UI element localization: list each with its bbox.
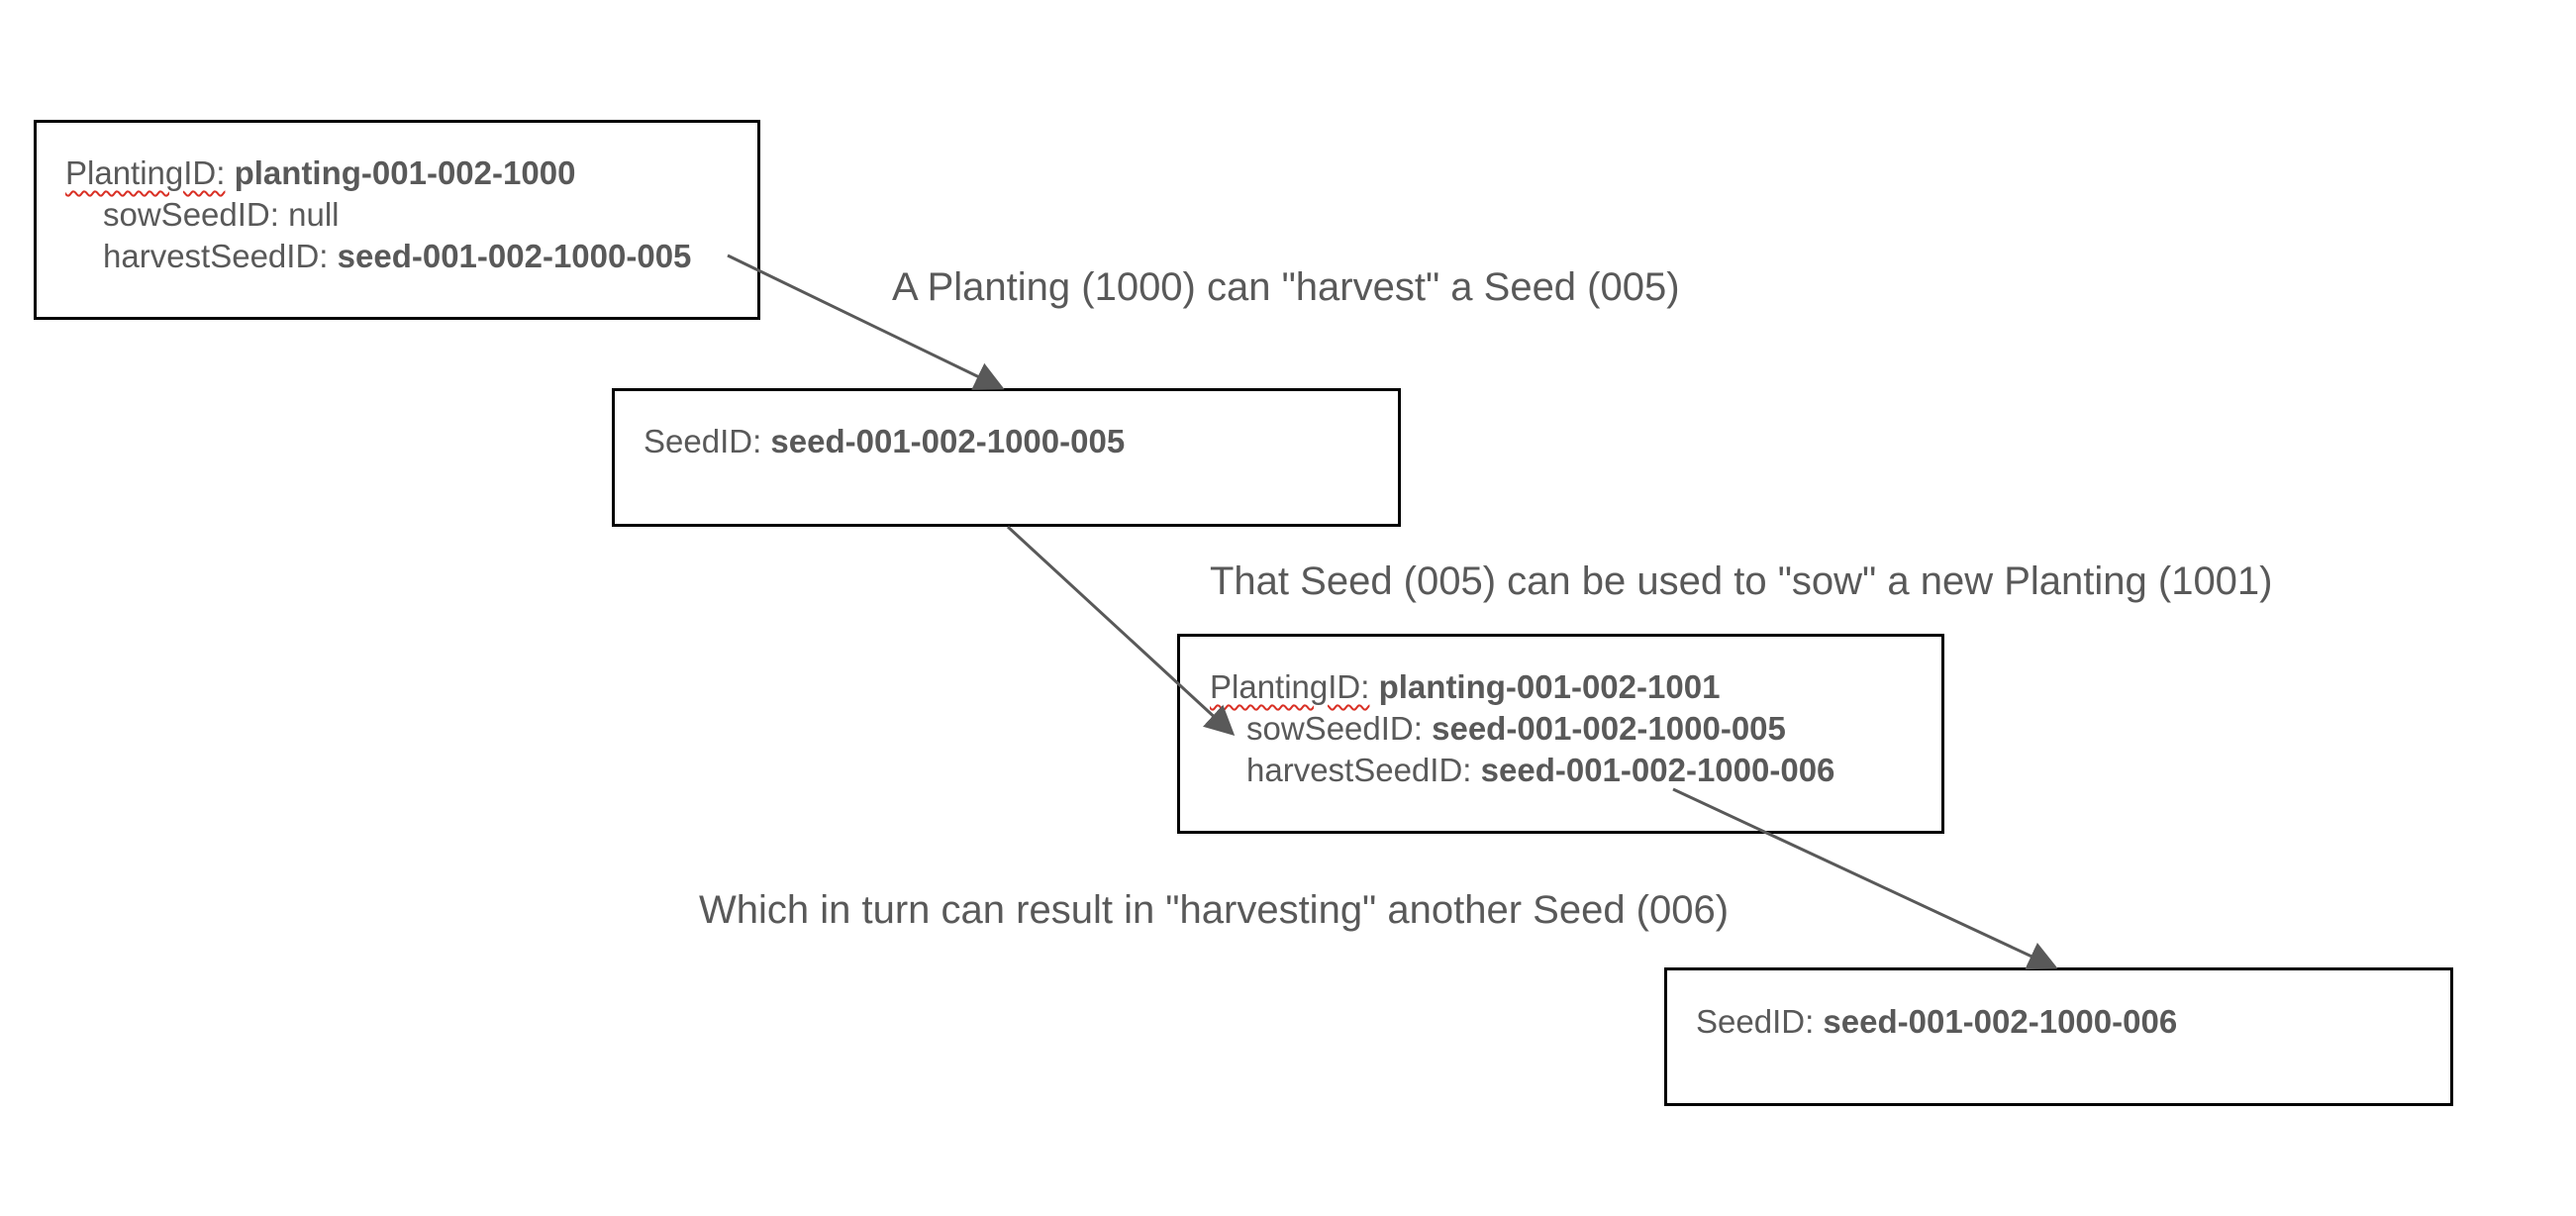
- harvest-seed-id-value: seed-001-002-1000-005: [337, 238, 692, 274]
- seed-id-value: seed-001-002-1000-005: [770, 423, 1126, 459]
- seed-006-id-row: SeedID: seed-001-002-1000-006: [1696, 1001, 2177, 1043]
- planting-1001-id-row: PlantingID: planting-001-002-1001: [1210, 666, 1720, 708]
- sow-seed-id-value: null: [288, 196, 340, 233]
- sow-seed-id-key: sowSeedID:: [1246, 710, 1423, 747]
- harvest-seed-id-value: seed-001-002-1000-006: [1480, 752, 1835, 788]
- caption-sow: That Seed (005) can be used to "sow" a n…: [1210, 559, 2273, 603]
- planting-1000-id-row: PlantingID: planting-001-002-1000: [65, 152, 575, 194]
- harvest-seed-id-key: harvestSeedID:: [103, 238, 329, 274]
- planting-1000-sow-row: sowSeedID: null: [103, 194, 339, 236]
- seed-006-box: [1664, 967, 2453, 1106]
- seed-id-value: seed-001-002-1000-006: [1823, 1003, 2178, 1040]
- planting-1000-harvest-row: harvestSeedID: seed-001-002-1000-005: [103, 236, 691, 277]
- sow-seed-id-value: seed-001-002-1000-005: [1432, 710, 1786, 747]
- planting-id-key: PlantingID:: [65, 154, 226, 191]
- seed-id-key: SeedID:: [644, 423, 762, 459]
- planting-id-key: PlantingID:: [1210, 668, 1370, 705]
- sow-seed-id-key: sowSeedID:: [103, 196, 279, 233]
- seed-005-id-row: SeedID: seed-001-002-1000-005: [644, 421, 1125, 462]
- planting-1001-box: [1177, 634, 1944, 834]
- planting-id-value: planting-001-002-1001: [1378, 668, 1721, 705]
- planting-1001-sow-row: sowSeedID: seed-001-002-1000-005: [1246, 708, 1786, 750]
- caption-harvest-again: Which in turn can result in "harvesting"…: [699, 888, 1730, 932]
- harvest-seed-id-key: harvestSeedID:: [1246, 752, 1472, 788]
- planting-1000-box: [34, 120, 760, 320]
- arrow-planting-to-seed-005: [727, 253, 1005, 390]
- arrow-seed-005-to-planting-1001: [1006, 525, 1236, 737]
- planting-1001-harvest-row: harvestSeedID: seed-001-002-1000-006: [1246, 750, 1834, 791]
- seed-id-key: SeedID:: [1696, 1003, 1815, 1040]
- seed-005-box: [612, 388, 1401, 527]
- planting-id-value: planting-001-002-1000: [234, 154, 576, 191]
- caption-harvest: A Planting (1000) can "harvest" a Seed (…: [892, 265, 1680, 309]
- arrow-planting-1001-to-seed-006: [1672, 787, 2058, 970]
